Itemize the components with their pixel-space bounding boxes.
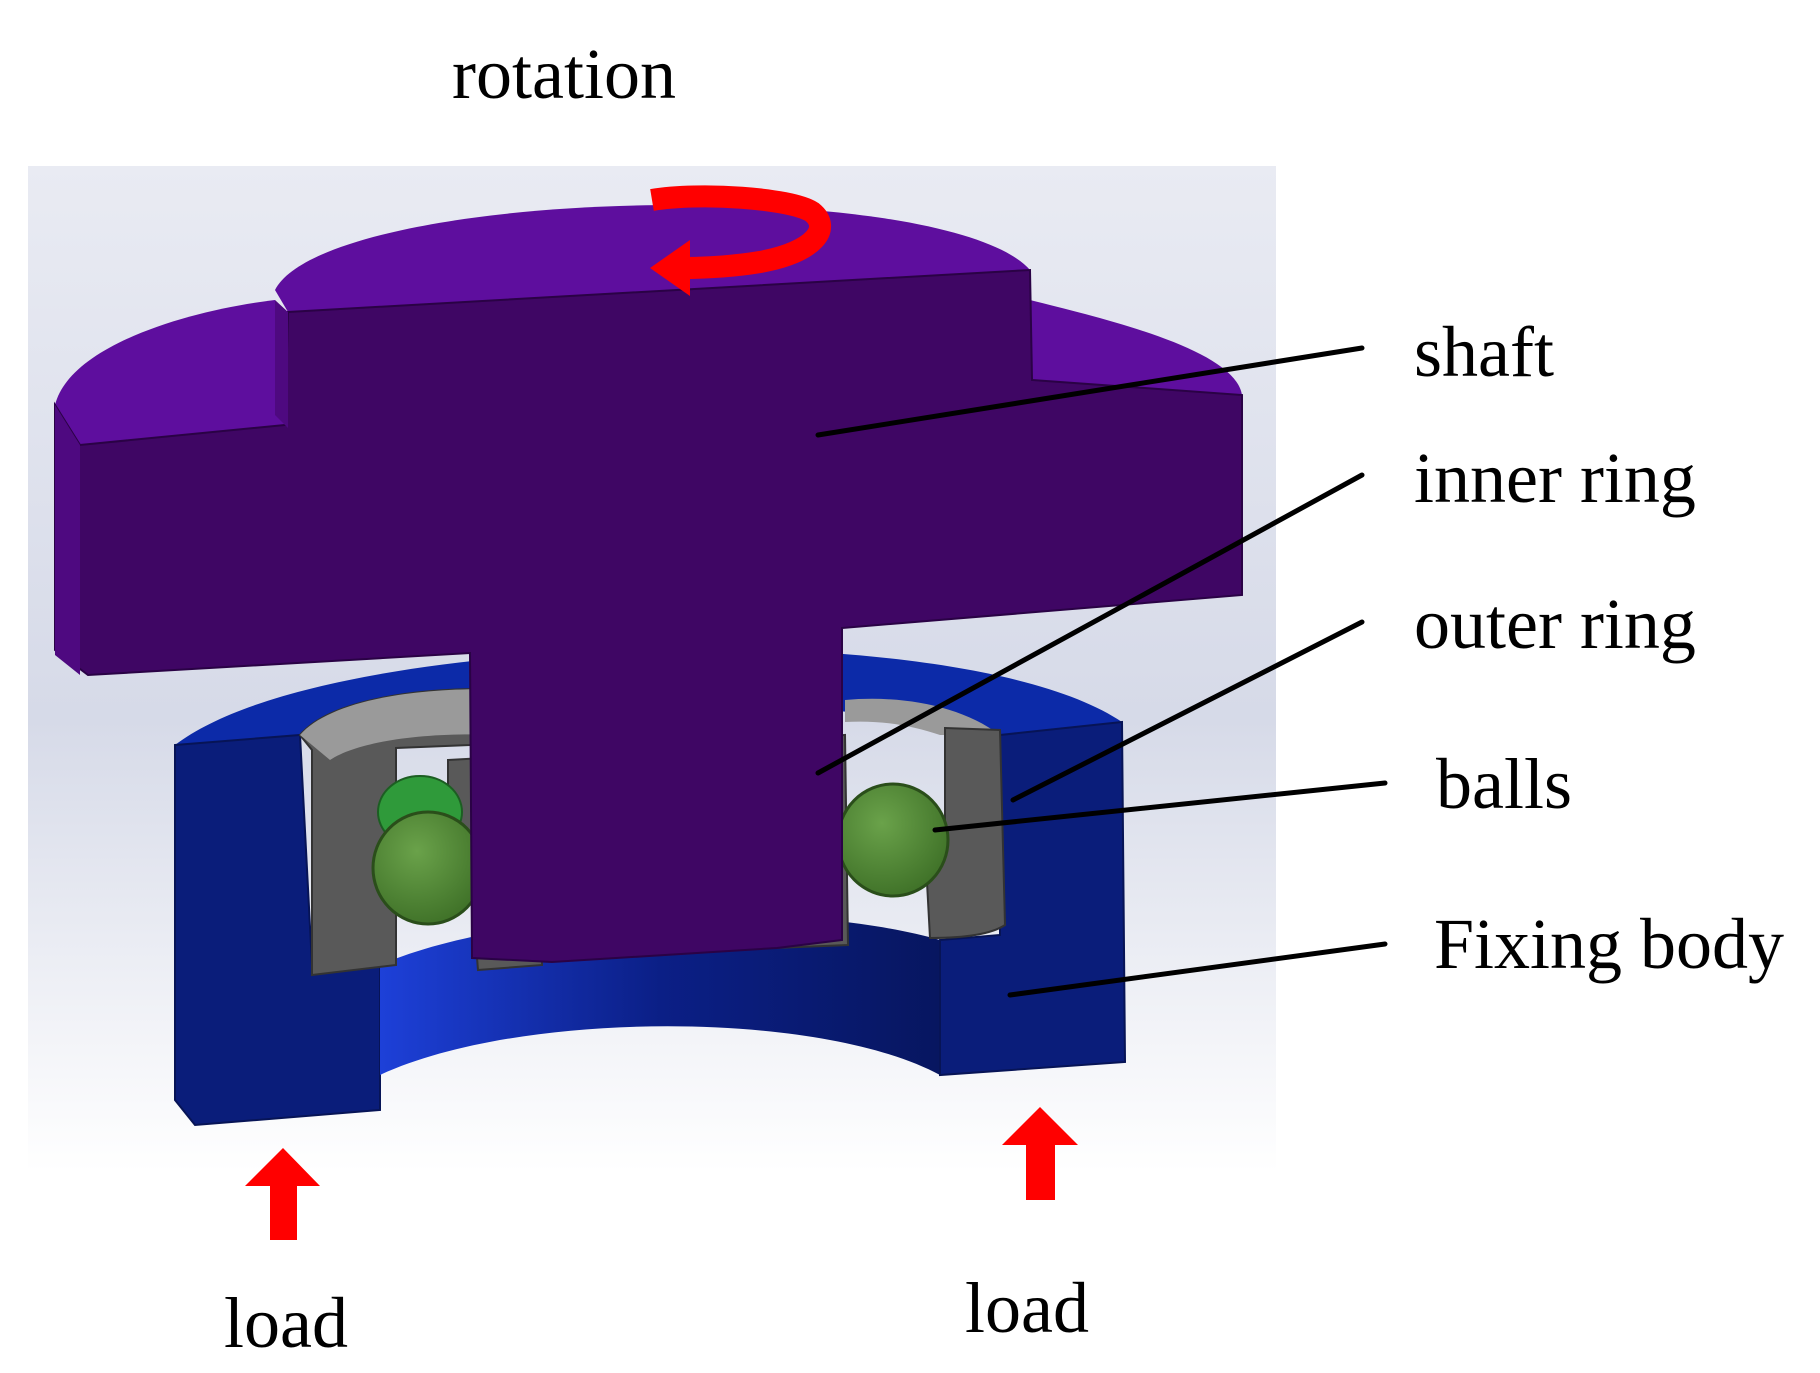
load-arrow-right-shape xyxy=(1002,1107,1078,1200)
load-arrow-right xyxy=(1002,1107,1078,1200)
shaft-boss-left-edge xyxy=(275,300,288,428)
ball-left-front xyxy=(371,810,485,926)
leader-inner-ring xyxy=(815,472,1365,776)
leader-lines xyxy=(815,345,1388,998)
load-arrow-left xyxy=(245,1148,320,1240)
outer-ring-left-top xyxy=(300,689,520,760)
label-inner-ring: inner ring xyxy=(1414,438,1696,518)
shaft-left-edge xyxy=(55,405,80,675)
label-load-left: load xyxy=(224,1283,348,1363)
label-shaft: shaft xyxy=(1414,312,1554,392)
load-arrow-left-shape xyxy=(245,1148,320,1240)
rotation-arrow-head xyxy=(650,240,690,296)
shaft-flange-top xyxy=(55,300,285,445)
label-rotation: rotation xyxy=(452,34,676,114)
balls-group xyxy=(371,775,950,926)
leader-outer-ring xyxy=(1010,619,1365,803)
label-fixing-body: Fixing body xyxy=(1434,904,1785,984)
leader-fixing-body xyxy=(1007,941,1388,998)
leader-balls xyxy=(932,780,1388,833)
shaft-part xyxy=(54,205,1243,964)
label-outer-ring: outer ring xyxy=(1414,584,1696,664)
shaft-boss-top xyxy=(275,205,1030,312)
rotation-arrow xyxy=(650,185,831,296)
shaft-flange-top-right xyxy=(1030,300,1242,395)
rotation-arrow-body xyxy=(650,185,831,279)
outer-ring-right-section xyxy=(923,726,1007,940)
label-load-right: load xyxy=(965,1268,1089,1348)
ball-right xyxy=(836,782,950,898)
leader-shaft xyxy=(815,345,1365,438)
label-balls: balls xyxy=(1436,744,1572,824)
